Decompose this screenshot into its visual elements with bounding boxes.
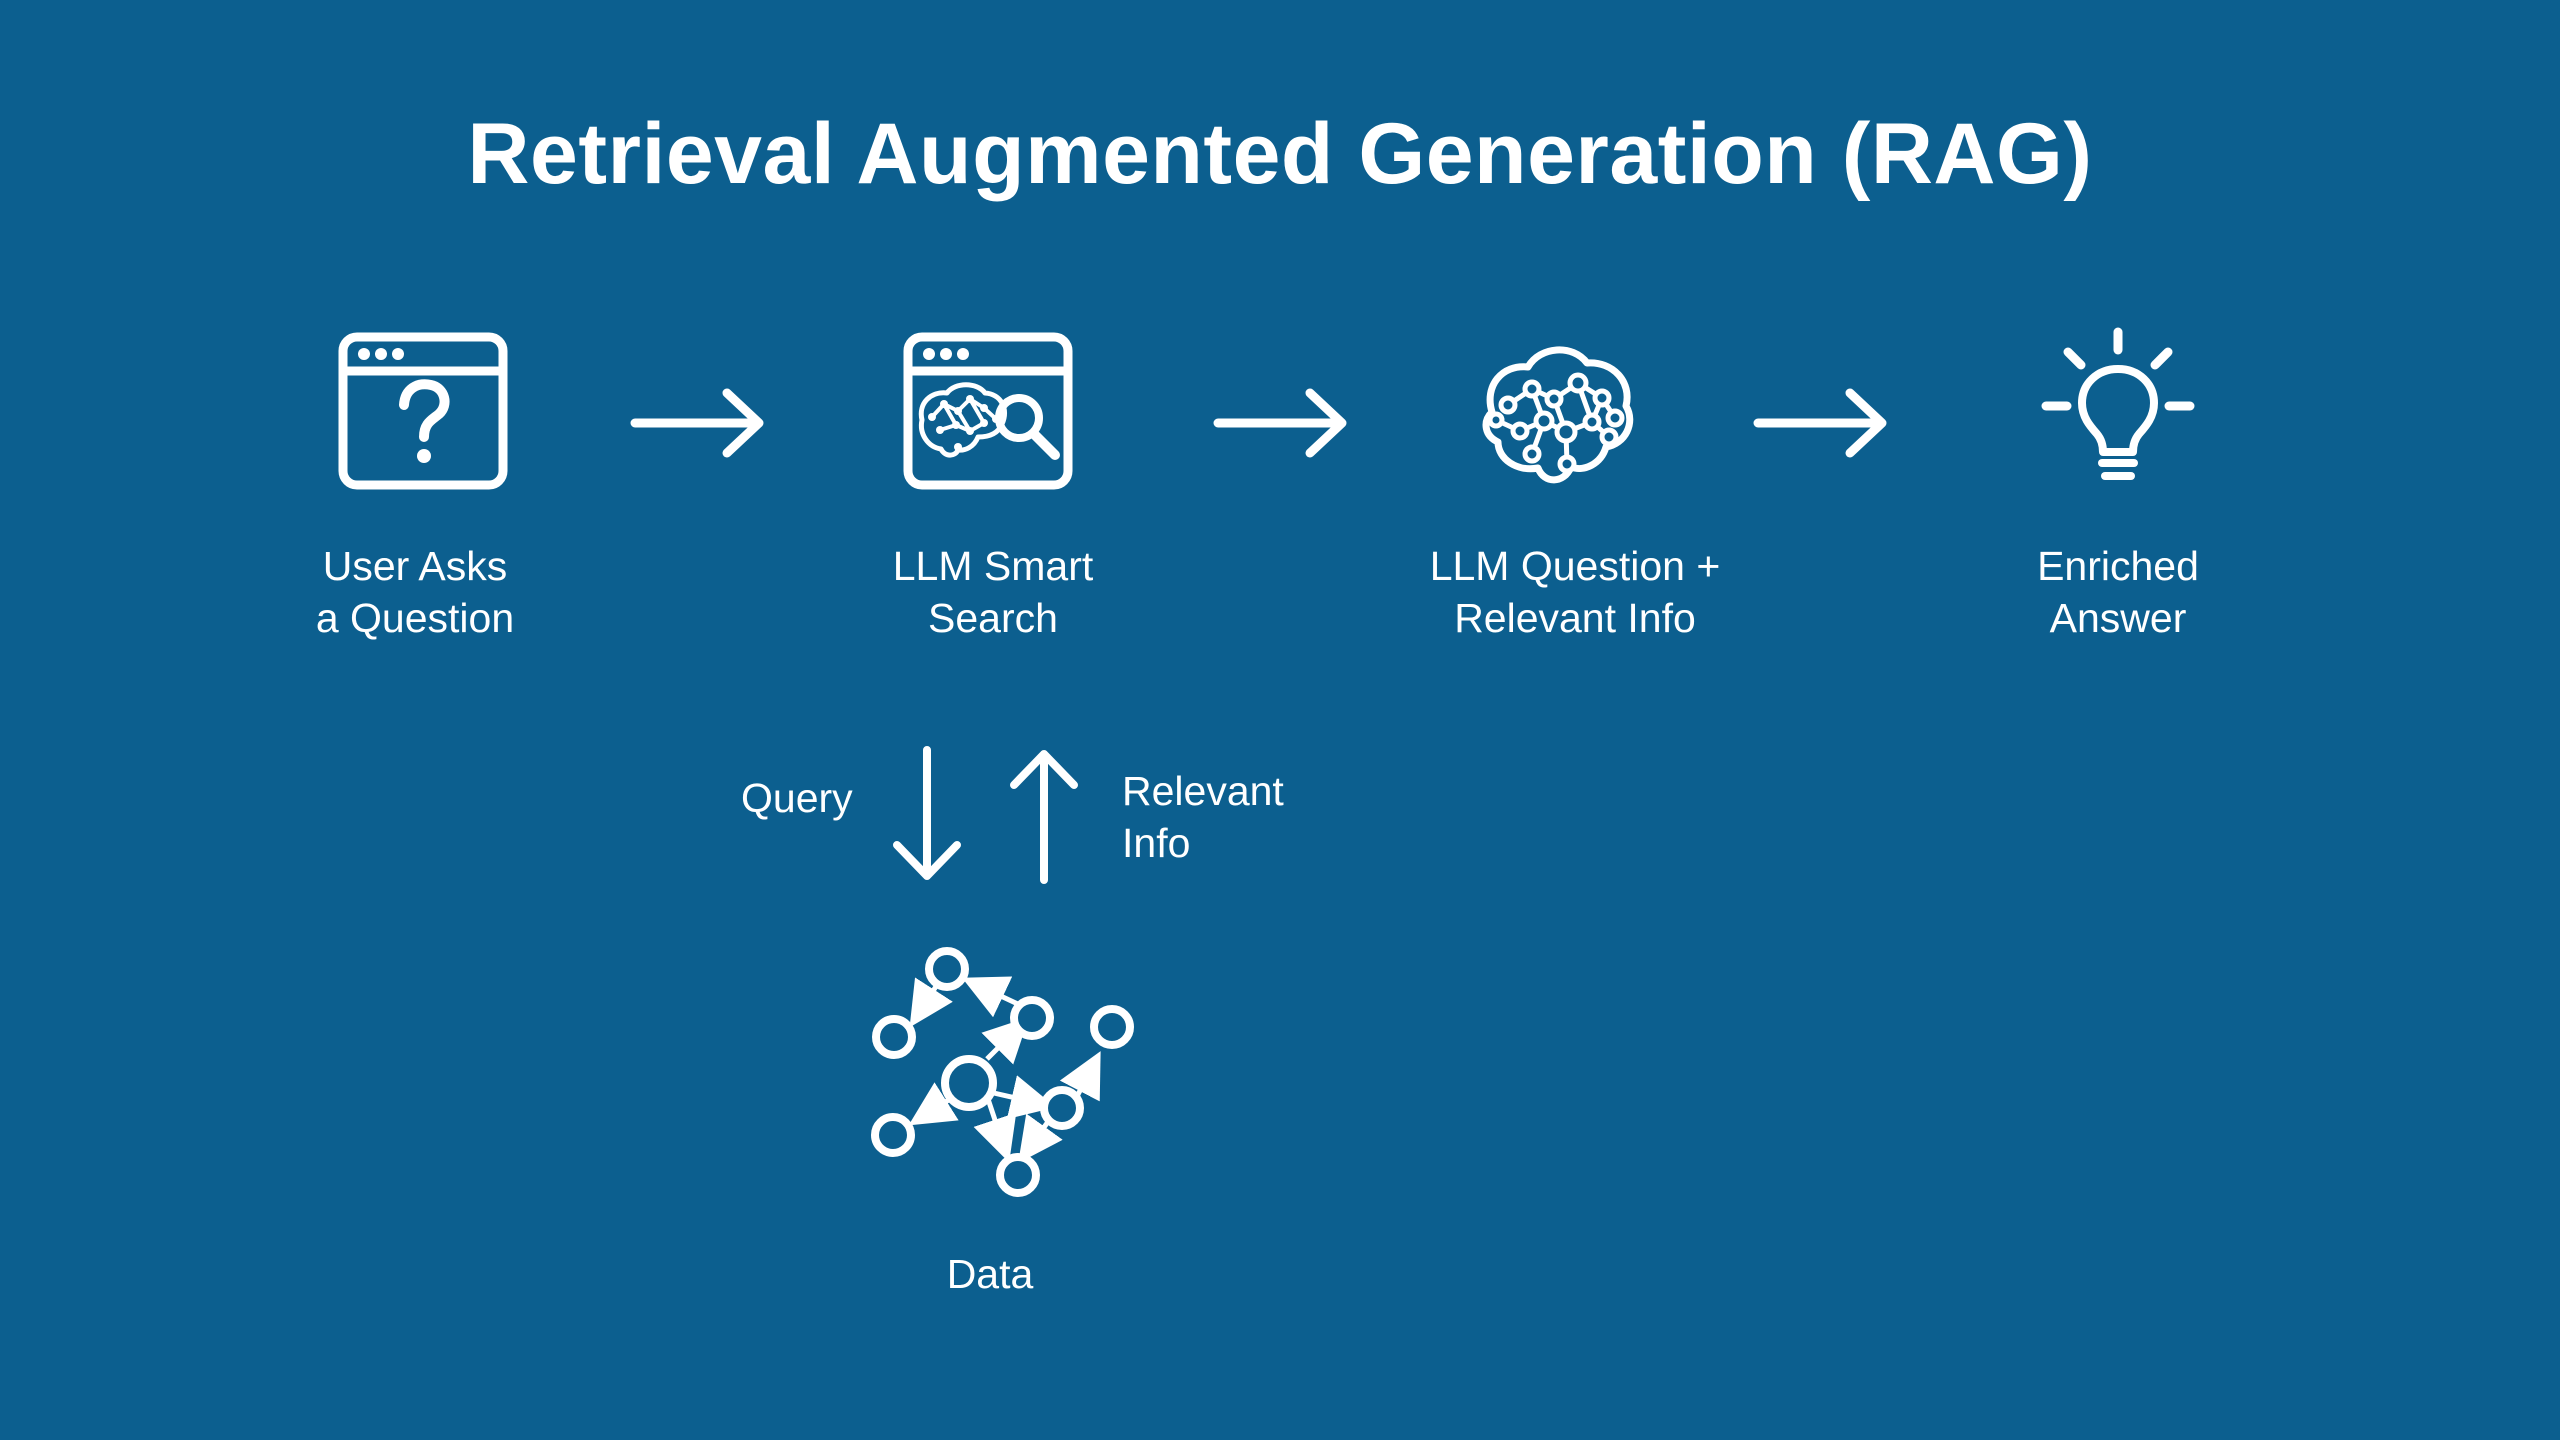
lightbulb-icon: [2041, 327, 2195, 480]
arrow-right-icon: [1213, 388, 1347, 458]
arrow-up-icon: [1010, 750, 1078, 884]
data-label: Data: [946, 1251, 1034, 1297]
arrow-right-icon: [630, 388, 764, 458]
browser-question-icon: [338, 332, 508, 490]
step-label-user-question: User Asks a Question: [315, 543, 515, 641]
step-label-llm-question-relevant-info: LLM Question + Relevant Info: [1429, 543, 1721, 641]
arrow-right-icon: [1753, 388, 1887, 458]
graph-network-icon: [871, 947, 1134, 1197]
slide-title: Retrieval Augmented Generation (RAG): [467, 106, 2093, 202]
brain-network-icon: [1482, 346, 1634, 484]
relevant-info-label: Relevant Info: [1122, 768, 1284, 866]
arrow-down-icon: [893, 746, 961, 880]
query-label: Query: [741, 775, 853, 821]
browser-brain-search-icon: [903, 332, 1073, 490]
step-label-enriched-answer: Enriched Answer: [2037, 543, 2199, 641]
step-label-llm-smart-search: LLM Smart Search: [892, 543, 1094, 641]
